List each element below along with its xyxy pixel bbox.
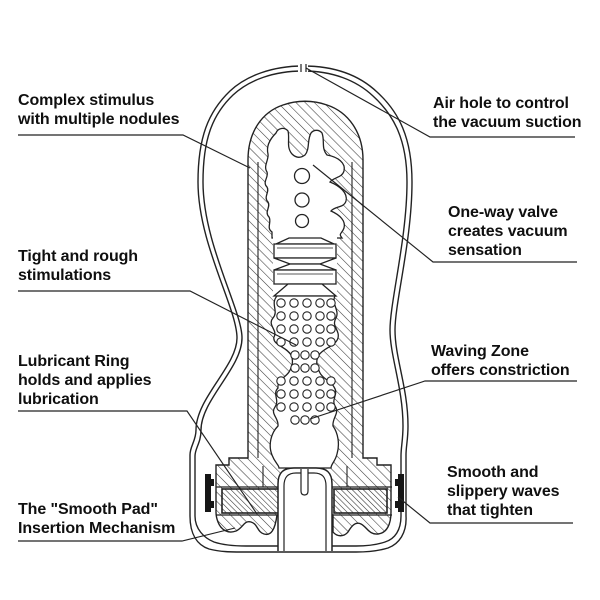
leader-complex-stimulus [18, 134, 251, 169]
label-air-hole: Air hole to control the vacuum suction [433, 95, 582, 131]
base-assembly [205, 474, 404, 516]
lubricant-ring-part [221, 488, 388, 514]
smooth-pad-entry [277, 467, 333, 551]
base-seal-brackets [205, 474, 404, 512]
nodule-dots [276, 298, 336, 425]
base-plate-lines [216, 486, 392, 516]
nodule-tunnel [269, 295, 340, 469]
label-complex-stimulus: Complex stimulus with multiple nodules [18, 92, 180, 128]
label-smooth-pad: The "Smooth Pad" Insertion Mechanism [18, 501, 176, 537]
nodule-chamber [264, 127, 347, 239]
sleeve-case-lines [257, 162, 353, 487]
leader-one-way-valve [312, 164, 577, 263]
label-waving-zone: Waving Zone offers constriction [431, 343, 570, 379]
leader-lubricant-ring [18, 410, 258, 515]
label-tight-rough: Tight and rough stimulations [18, 248, 138, 284]
vacuum-chamber-holes [293, 167, 311, 229]
leader-air-hole [305, 67, 575, 138]
label-smooth-waves: Smooth and slippery waves that tighten [447, 464, 560, 519]
leader-smooth-waves [397, 496, 573, 524]
entry-slit [300, 469, 309, 496]
leader-tight-rough [18, 290, 297, 346]
leader-waving-zone [309, 380, 577, 420]
leader-smooth-pad [18, 527, 236, 542]
label-one-way-valve: One-way valve creates vacuum sensation [448, 204, 568, 259]
label-lubricant-ring: Lubricant Ring holds and applies lubrica… [18, 353, 152, 408]
one-way-valve-part [272, 230, 338, 298]
leader-lines [18, 67, 577, 542]
